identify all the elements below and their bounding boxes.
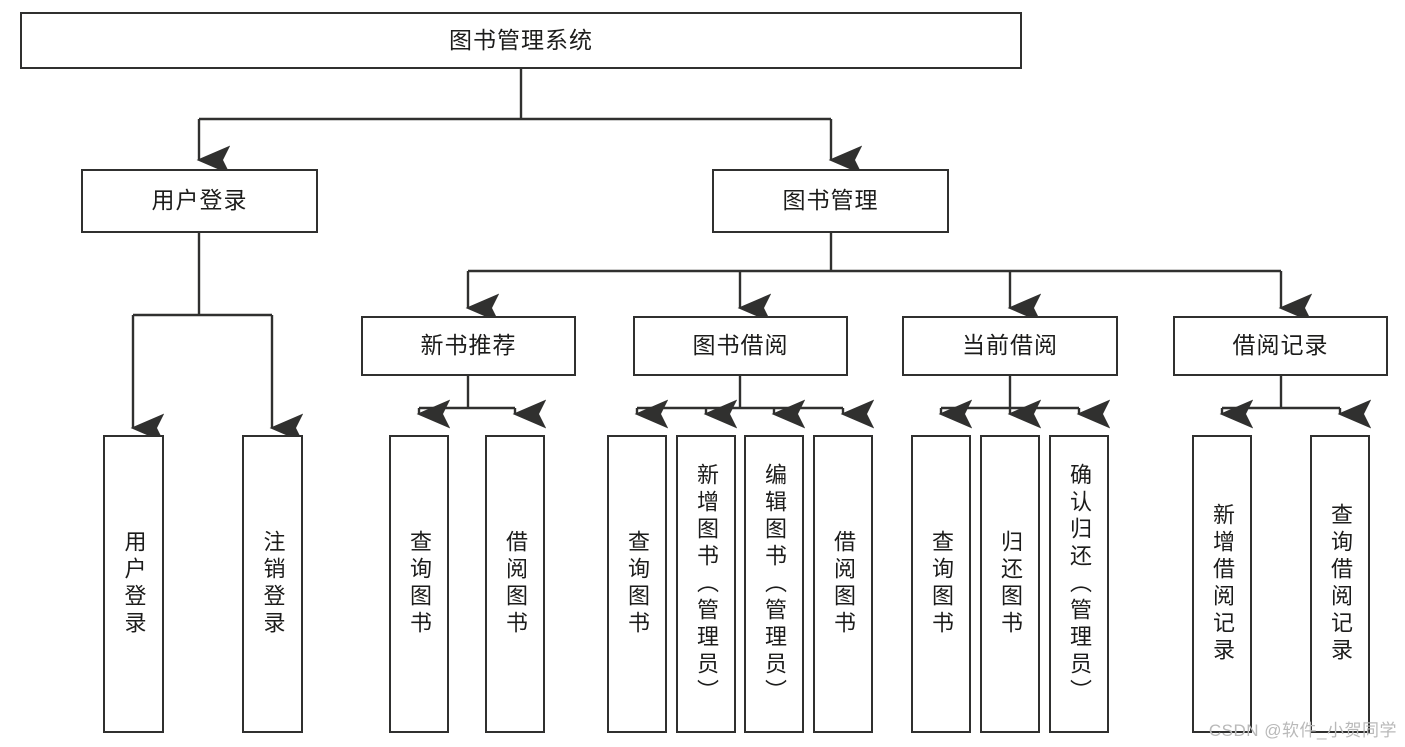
node-label: 注销登录 <box>260 530 286 638</box>
node-leaf-user-login[interactable]: 用户登录 <box>103 435 164 733</box>
node-leaf-logout-login[interactable]: 注销登录 <box>242 435 303 733</box>
node-label: 查询图书 <box>929 530 954 638</box>
node-label: 借阅记录 <box>1232 332 1329 359</box>
node-current-borrow[interactable]: 当前借阅 <box>902 316 1118 376</box>
node-label: 借阅图书 <box>831 530 856 638</box>
node-book-borrow[interactable]: 图书借阅 <box>633 316 848 376</box>
node-label: 查询图书 <box>625 530 650 638</box>
node-leaf-add-borrow-record[interactable]: 新增借阅记录 <box>1192 435 1252 733</box>
node-leaf-query-book-1[interactable]: 查询图书 <box>389 435 449 733</box>
node-leaf-query-book-3[interactable]: 查询图书 <box>911 435 971 733</box>
node-leaf-borrow-book-1[interactable]: 借阅图书 <box>485 435 545 733</box>
node-borrow-record[interactable]: 借阅记录 <box>1173 316 1388 376</box>
node-label: 图书借阅 <box>692 332 789 359</box>
node-leaf-borrow-book-2[interactable]: 借阅图书 <box>813 435 873 733</box>
node-label: 新书推荐 <box>420 332 517 359</box>
node-label: 查询图书 <box>407 530 432 638</box>
node-label: 查询借阅记录 <box>1328 503 1353 665</box>
node-label: 编辑图书（管理员） <box>762 462 787 706</box>
csdn-watermark: CSDN @软件_小贺同学 <box>1208 721 1397 740</box>
node-label: 确认归还（管理员） <box>1067 462 1092 706</box>
node-user-login[interactable]: 用户登录 <box>81 169 318 233</box>
node-label: 新增图书（管理员） <box>694 462 719 706</box>
node-leaf-edit-book-admin[interactable]: 编辑图书（管理员） <box>744 435 804 733</box>
node-new-book-recommend[interactable]: 新书推荐 <box>361 316 576 376</box>
node-book-management-system[interactable]: 图书管理系统 <box>20 12 1022 69</box>
node-leaf-add-book-admin[interactable]: 新增图书（管理员） <box>676 435 736 733</box>
node-leaf-query-book-2[interactable]: 查询图书 <box>607 435 667 733</box>
node-label: 新增借阅记录 <box>1210 503 1235 665</box>
node-label: 图书管理 <box>782 187 879 214</box>
node-book-management[interactable]: 图书管理 <box>712 169 949 233</box>
node-leaf-return-book[interactable]: 归还图书 <box>980 435 1040 733</box>
node-leaf-query-borrow-record[interactable]: 查询借阅记录 <box>1310 435 1370 733</box>
node-label: 图书管理系统 <box>449 26 593 53</box>
node-label: 借阅图书 <box>503 530 528 638</box>
node-label: 当前借阅 <box>962 332 1058 359</box>
node-label: 归还图书 <box>998 530 1023 638</box>
node-label: 用户登录 <box>121 530 147 638</box>
node-label: 用户登录 <box>151 187 248 214</box>
node-leaf-confirm-return-admin[interactable]: 确认归还（管理员） <box>1049 435 1109 733</box>
